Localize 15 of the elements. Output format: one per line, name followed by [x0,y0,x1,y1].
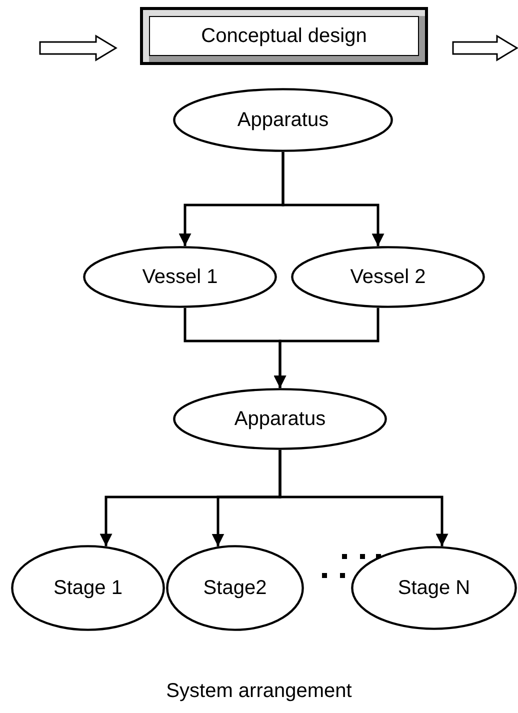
block-arrow [452,34,518,62]
node-label: Stage 1 [54,576,122,600]
beveled-box [140,7,428,65]
block-arrow [39,34,118,62]
node-label: Stage N [398,576,470,600]
node-label: Vessel 2 [350,266,426,288]
node-label: Apparatus [237,108,329,132]
arrow [274,308,380,388]
node-label: Conceptual design [201,24,367,48]
node-label: Apparatus [234,408,326,430]
node-label: Stage2 [203,576,267,600]
arrow [278,450,448,546]
caption: System arrangement [165,680,353,703]
node-label: Vessel 1 [142,266,218,288]
arrow [282,152,384,246]
